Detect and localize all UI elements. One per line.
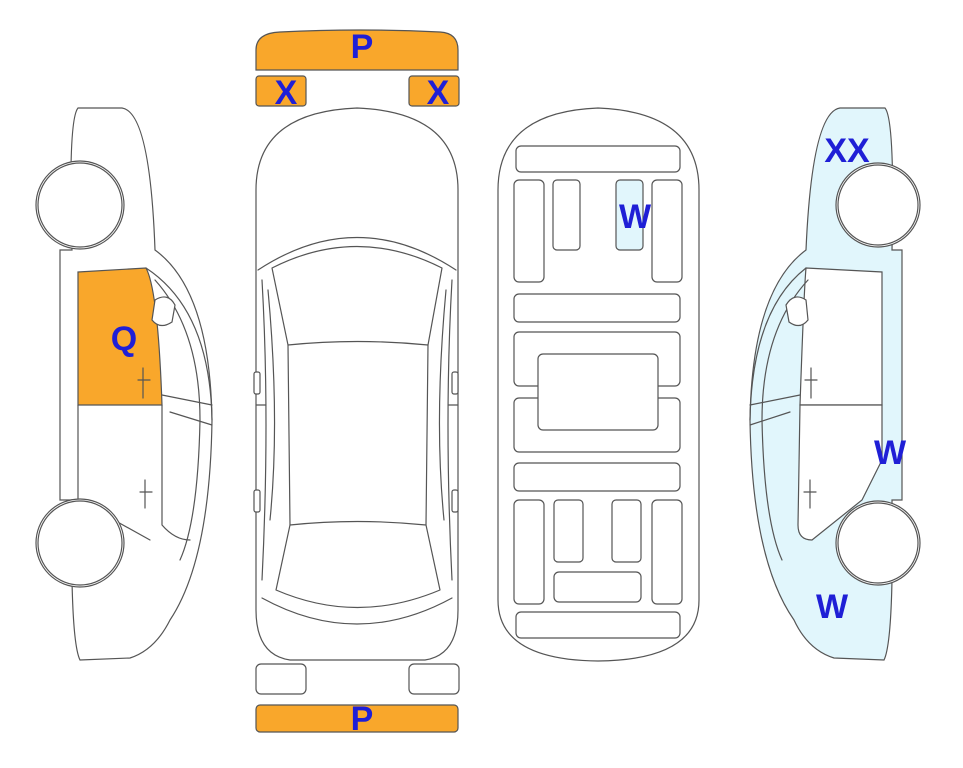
right-upper-label: XX	[824, 132, 870, 170]
front-bumper-label: P	[351, 28, 374, 66]
rear-bumper[interactable]	[255, 704, 459, 733]
headlamp-left[interactable]	[255, 75, 307, 107]
right-front-wheel[interactable]	[835, 162, 921, 248]
right-front-door[interactable]	[799, 267, 883, 406]
taillamp-right[interactable]	[408, 663, 460, 695]
car-left-side-view: Q	[35, 107, 213, 661]
left-rear-wheel[interactable]	[35, 498, 125, 588]
headlamp-left-label: X	[275, 74, 298, 112]
front-parts-group: P X X	[255, 28, 460, 112]
rear-bumper-label: P	[351, 700, 374, 738]
left-front-wheel[interactable]	[35, 160, 125, 250]
taillamp-left[interactable]	[255, 663, 307, 695]
car-right-side-view: XX W W	[749, 107, 921, 661]
headlamp-right-label: X	[427, 74, 450, 112]
right-rear-quarter-label: W	[816, 588, 849, 626]
right-rear-wheel[interactable]	[835, 500, 921, 586]
rear-parts-group: P	[255, 663, 460, 738]
car-top-view	[253, 107, 459, 661]
floor-panel-label: W	[619, 198, 652, 236]
car-floor-view: W	[497, 107, 700, 662]
headlamp-right[interactable]	[408, 75, 460, 107]
left-front-door-label: Q	[111, 320, 137, 358]
front-bumper[interactable]	[255, 29, 459, 71]
floor-panel[interactable]	[615, 179, 644, 251]
right-sill-label: W	[874, 434, 907, 472]
right-rear-door[interactable]	[797, 404, 883, 541]
